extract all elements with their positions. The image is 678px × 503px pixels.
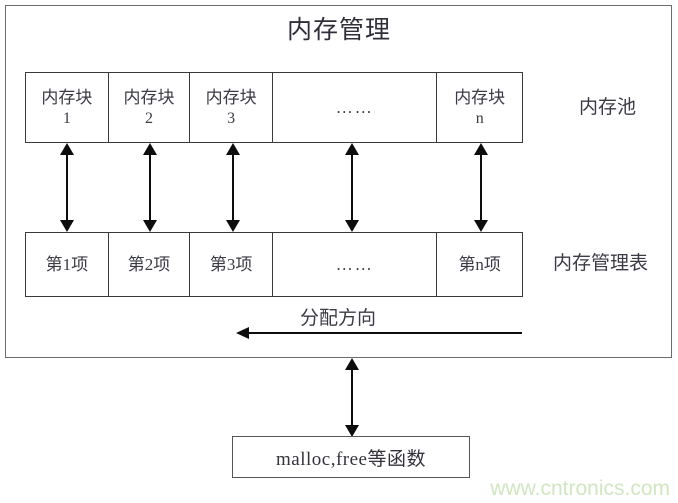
memory-pool-cell-1: 内存块 1 (26, 73, 109, 142)
functions-box-label: malloc,free等函数 (276, 448, 426, 470)
double-arrow-vertical-icon-2 (143, 143, 157, 232)
memory-management-table-side-label: 内存管理表 (553, 253, 649, 274)
memory-pool-cell-1-index: 1 (62, 110, 71, 127)
memory-table-cell-2-label: 第2项 (127, 254, 171, 274)
memory-table-cell-3: 第3项 (190, 233, 274, 296)
memory-pool-cell-3: 内存块 3 (190, 73, 274, 142)
memory-pool-cell-3-label: 内存块 (205, 88, 257, 107)
memory-pool-cell-n-label: 内存块 (454, 88, 506, 107)
memory-table-cell-2: 第2项 (109, 233, 191, 296)
memory-table-cell-n-label: 第n项 (458, 254, 501, 274)
watermark: www.cntronics.com (490, 477, 670, 500)
double-arrow-vertical-icon-1 (60, 143, 74, 232)
memory-pool-cell-ellipsis: …… (273, 73, 438, 142)
memory-table-cell-ellipsis: …… (273, 233, 438, 296)
memory-pool-cell-3-index: 3 (227, 110, 236, 127)
memory-pool-cell-1-label: 内存块 (41, 88, 93, 107)
memory-table-cell-1: 第1项 (26, 233, 109, 296)
memory-pool-cell-2-label: 内存块 (123, 88, 175, 107)
memory-pool-ellipsis-label: …… (335, 97, 374, 117)
double-arrow-vertical-icon-functions (345, 358, 359, 437)
memory-pool-row: 内存块 1 内存块 2 内存块 3 …… 内存块 n (25, 72, 523, 143)
double-arrow-vertical-icon-4 (345, 143, 359, 232)
allocation-direction-label: 分配方向 (300, 308, 377, 329)
arrow-left-icon (236, 327, 522, 340)
memory-pool-cell-n-index: n (475, 110, 484, 127)
double-arrow-vertical-icon-5 (474, 143, 488, 232)
memory-management-table-row: 第1项 第2项 第3项 …… 第n项 (25, 232, 523, 297)
memory-table-cell-3-label: 第3项 (209, 254, 253, 274)
memory-pool-side-label: 内存池 (579, 97, 637, 118)
functions-box: malloc,free等函数 (232, 436, 470, 478)
double-arrow-vertical-icon-3 (226, 143, 240, 232)
memory-pool-cell-n: 内存块 n (437, 73, 522, 142)
memory-table-cell-1-label: 第1项 (45, 254, 89, 274)
page-title: 内存管理 (286, 17, 391, 44)
memory-pool-cell-2-index: 2 (145, 110, 153, 127)
memory-table-cell-n: 第n项 (437, 233, 522, 296)
memory-pool-cell-2: 内存块 2 (109, 73, 191, 142)
memory-management-frame (5, 5, 672, 358)
memory-table-ellipsis-label: …… (335, 254, 374, 274)
